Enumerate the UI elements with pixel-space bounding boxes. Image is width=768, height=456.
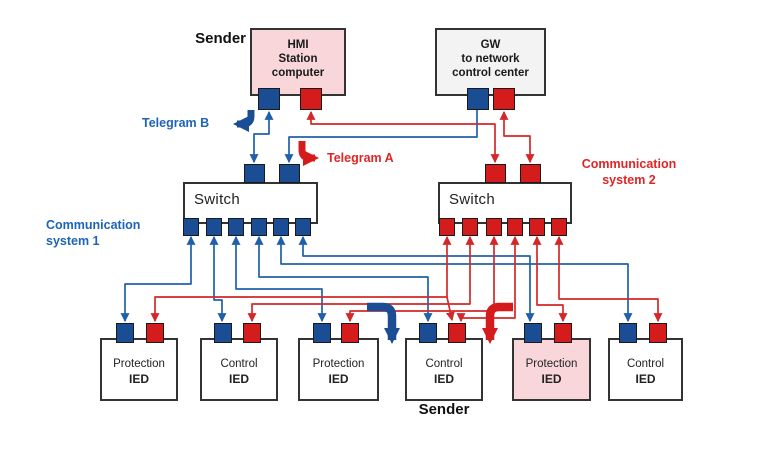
switchR-bottom-port-2 bbox=[462, 218, 478, 236]
ied-5-port-blue bbox=[524, 323, 542, 343]
line-branch-ied4-red bbox=[445, 296, 455, 322]
hmi-port-red bbox=[300, 88, 322, 110]
ied-5-port-red bbox=[554, 323, 572, 343]
switchR-top-port-2 bbox=[520, 164, 541, 183]
switchL-top-port-1 bbox=[244, 164, 265, 183]
ied-6-label: Control IED bbox=[626, 358, 665, 386]
line-switchL-p4-ied4-blue bbox=[254, 235, 433, 323]
ied-6-control-box: Control IED bbox=[608, 338, 683, 401]
gw-port-red bbox=[493, 88, 515, 110]
switchR-bottom-port-1 bbox=[439, 218, 455, 236]
line-hmi-red-to-switch-right bbox=[306, 110, 500, 164]
ied-6-port-blue bbox=[619, 323, 637, 343]
communication-system-2-label: Communication system 2 bbox=[581, 157, 677, 187]
switchL-bottom-port-3 bbox=[228, 218, 244, 236]
switchR-bottom-port-6 bbox=[551, 218, 567, 236]
line-switchR-p1-ied1-red bbox=[150, 235, 452, 323]
switchR-bottom-port-3 bbox=[486, 218, 502, 236]
ied-3-label: Protection IED bbox=[312, 358, 365, 386]
ied-4-port-red bbox=[448, 323, 466, 343]
switchR-top-port-1 bbox=[485, 164, 506, 183]
switchR-bottom-port-4 bbox=[507, 218, 523, 236]
switchR-bottom-port-5 bbox=[529, 218, 545, 236]
ied-2-label: Control IED bbox=[220, 358, 258, 386]
ied-3-port-red bbox=[341, 323, 359, 343]
line-hmi-blue-to-switch-left bbox=[249, 110, 274, 164]
switchL-bottom-port-4 bbox=[251, 218, 267, 236]
communication-system-1-label: Communication system 1 bbox=[46, 218, 141, 248]
telegram-b-delivery-arrow bbox=[367, 302, 400, 344]
telegram-b-label: Telegram B bbox=[142, 116, 210, 130]
ied-4-label: Control IED bbox=[425, 358, 463, 386]
line-switchR-p6-ied6-red bbox=[554, 235, 663, 323]
hmi-port-blue bbox=[258, 88, 280, 110]
ied-1-port-blue bbox=[116, 323, 134, 343]
switchL-top-port-2 bbox=[279, 164, 300, 183]
hmi-station-box: HMI Station computer bbox=[250, 28, 346, 96]
switchL-bottom-port-6 bbox=[295, 218, 311, 236]
telegram-b-arrow bbox=[233, 110, 255, 132]
ied-2-port-red bbox=[243, 323, 261, 343]
line-switchL-p3-ied3-blue bbox=[231, 235, 327, 323]
ied-1-label: Protection IED bbox=[113, 358, 165, 386]
ied-4-port-blue bbox=[419, 323, 437, 343]
telegram-a-delivery-arrow bbox=[482, 302, 513, 344]
ied-5-protection-highlighted-box: Protection IED bbox=[512, 338, 591, 401]
line-switchR-p2-ied2-red bbox=[247, 235, 475, 323]
ied-1-protection-box: Protection IED bbox=[100, 338, 178, 401]
switchL-bottom-port-2 bbox=[206, 218, 222, 236]
sender-top-label: Sender bbox=[195, 30, 246, 47]
hmi-station-label: HMI Station computer bbox=[271, 39, 325, 79]
switch-right-box: Switch bbox=[438, 182, 572, 224]
switchL-bottom-port-1 bbox=[183, 218, 199, 236]
gw-port-blue bbox=[467, 88, 489, 110]
gateway-box: GW to network control center bbox=[435, 28, 546, 96]
switchL-bottom-port-5 bbox=[273, 218, 289, 236]
ied-6-port-red bbox=[649, 323, 667, 343]
ied-1-port-red bbox=[146, 323, 164, 343]
switch-left-box: Switch bbox=[183, 182, 318, 224]
line-gw-red-to-switch-right bbox=[499, 110, 535, 164]
sender-bottom-label: Sender bbox=[418, 401, 470, 418]
line-switchL-p5-ied6-blue bbox=[276, 235, 633, 323]
ied-3-port-blue bbox=[313, 323, 331, 343]
gateway-label: GW to network control center bbox=[452, 39, 529, 79]
ied-3-protection-box: Protection IED bbox=[298, 338, 379, 401]
line-switchL-p1-ied1-blue bbox=[120, 235, 196, 323]
ied-2-port-blue bbox=[214, 323, 232, 343]
line-switchL-p2-ied2-blue bbox=[209, 235, 227, 323]
ied-5-label: Protection IED bbox=[525, 358, 578, 386]
ied-4-control-sender-box: Control IED bbox=[405, 338, 483, 401]
switch-right-label: Switch bbox=[449, 191, 495, 208]
telegram-a-label: Telegram A bbox=[327, 151, 394, 165]
telegram-a-arrow bbox=[298, 141, 319, 166]
switch-left-label: Switch bbox=[194, 191, 240, 208]
ied-2-control-box: Control IED bbox=[200, 338, 278, 401]
